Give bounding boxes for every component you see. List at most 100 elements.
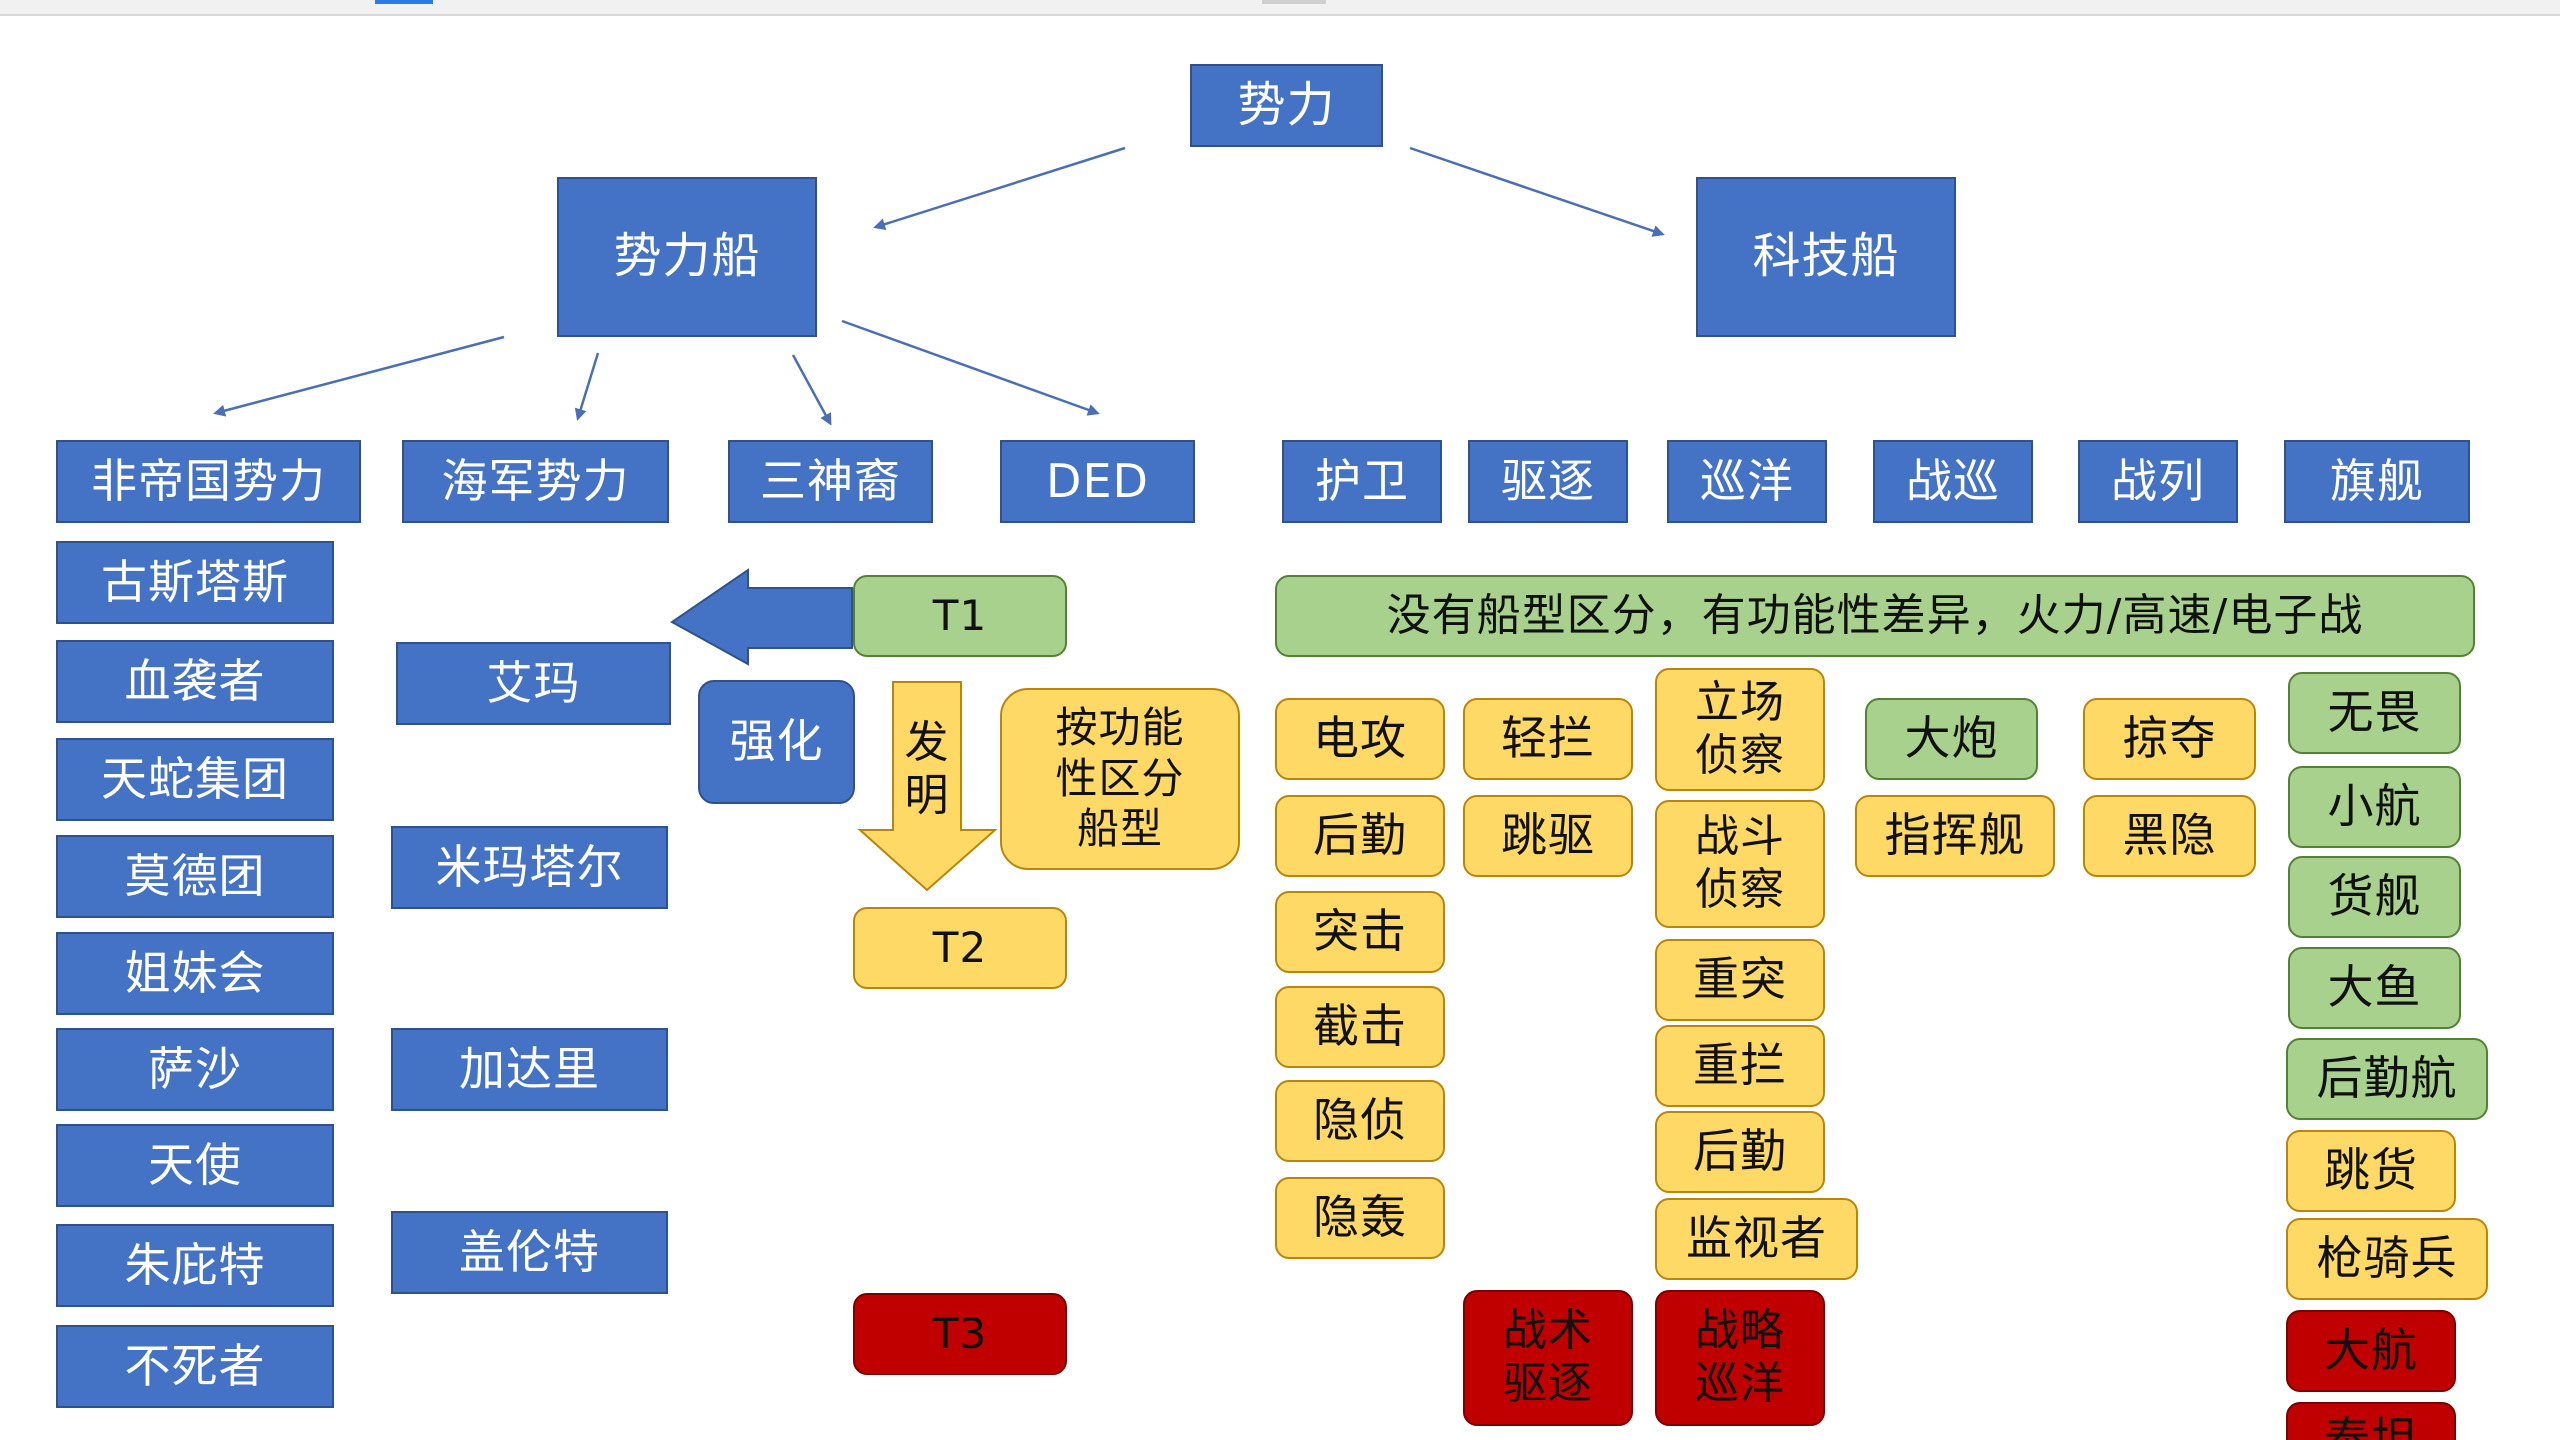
ship-type-label: 战略 巡洋 (1695, 1305, 1785, 1409)
root-label: 势力 (1237, 76, 1336, 133)
class-destroyer: 驱逐 (1468, 440, 1628, 523)
invent-label-box: 发 明 (893, 700, 961, 840)
non-empire-label: 血袭者 (124, 653, 266, 708)
ship-type-label: 重拦 (1693, 1038, 1787, 1093)
ship-type-label: 掠夺 (2122, 711, 2217, 766)
capital-item: 货舰 (2288, 856, 2461, 938)
non-empire-item: 天蛇集团 (56, 738, 334, 821)
faction-ship-node: 势力船 (557, 177, 817, 337)
navy-label: 米玛塔尔 (435, 839, 624, 894)
ship-type-label: 突击 (1313, 904, 1407, 959)
destroyer-t2-item: 轻拦 (1463, 698, 1633, 780)
ship-type-label: 泰坦 (2324, 1412, 2418, 1440)
cruiser-t2-item: 监视者 (1655, 1198, 1858, 1280)
cruiser-t2-item: 后勤 (1655, 1111, 1825, 1193)
frigate-t2-item: 突击 (1275, 891, 1445, 973)
ship-type-label: 截击 (1313, 999, 1407, 1054)
non-empire-item: 天使 (56, 1124, 334, 1207)
tier-label: T1 (932, 590, 988, 640)
non-empire-label: 姐妹会 (124, 945, 266, 1000)
frigate-t2-item: 后勤 (1275, 795, 1445, 877)
ship-type-label: 轻拦 (1501, 711, 1595, 766)
capital-item: 泰坦 (2286, 1402, 2456, 1440)
ship-type-label: 战术 驱逐 (1503, 1305, 1593, 1409)
ship-type-label: 电攻 (1313, 711, 1407, 766)
class-battlecruiser: 战巡 (1873, 440, 2033, 523)
cruiser-t3-item: 战略 巡洋 (1655, 1290, 1825, 1426)
tier-label: T3 (932, 1308, 988, 1358)
arrow-to-ded (841, 319, 1100, 416)
capital-item: 大鱼 (2288, 947, 2461, 1029)
non-empire-item: 古斯塔斯 (56, 541, 334, 624)
faction-ded: DED (1000, 440, 1195, 523)
class-battleship: 战列 (2078, 440, 2238, 523)
ship-type-label: 跳货 (2324, 1143, 2418, 1198)
battleship-item: 黑隐 (2083, 795, 2256, 877)
faction-navy: 海军势力 (402, 440, 669, 523)
class-capital: 旗舰 (2284, 440, 2470, 523)
navy-label: 加达里 (459, 1041, 600, 1096)
class-label: 战巡 (1906, 453, 2000, 508)
capital-item: 枪骑兵 (2286, 1218, 2488, 1300)
tech-ship-label: 科技船 (1752, 228, 1900, 285)
by-function-node: 按功能 性区分 船型 (1000, 688, 1240, 870)
class-label: 旗舰 (2330, 453, 2424, 508)
tier-t3: T3 (853, 1293, 1067, 1375)
non-empire-label: 朱庇特 (124, 1237, 266, 1292)
non-empire-item: 血袭者 (56, 640, 334, 723)
invent-label: 发 明 (904, 717, 950, 821)
capital-item: 跳货 (2286, 1130, 2456, 1212)
ship-type-label: 指挥舰 (1884, 808, 2026, 863)
ship-type-label: 大鱼 (2327, 960, 2422, 1015)
tech-ship-node: 科技船 (1696, 177, 1956, 337)
ship-type-label: 监视者 (1686, 1211, 1827, 1266)
ship-type-label: 后勤航 (2316, 1051, 2458, 1106)
ship-type-label: 战斗 侦察 (1695, 811, 1785, 915)
capital-item: 后勤航 (2286, 1038, 2488, 1120)
ship-type-label: 隐轰 (1313, 1190, 1407, 1245)
destroyer-t2-item: 跳驱 (1463, 795, 1633, 877)
destroyer-t3-item: 战术 驱逐 (1463, 1290, 1633, 1426)
enhance-label: 强化 (729, 714, 824, 769)
ship-type-label: 小航 (2327, 779, 2422, 834)
tier-t1: T1 (853, 575, 1067, 657)
frigate-t2-item: 隐轰 (1275, 1177, 1445, 1259)
cruiser-t2-item: 立场 侦察 (1655, 668, 1825, 791)
arrow-left-enhance (670, 568, 853, 666)
ship-type-label: 重突 (1693, 952, 1787, 1007)
ship-type-label: 大航 (2324, 1323, 2418, 1378)
non-empire-item: 莫德团 (56, 835, 334, 918)
navy-item: 米玛塔尔 (391, 826, 668, 909)
non-empire-item: 朱庇特 (56, 1224, 334, 1307)
ship-type-label: 货舰 (2327, 869, 2422, 924)
frigate-t2-item: 电攻 (1275, 698, 1445, 780)
by-function-label: 按功能 性区分 船型 (1055, 703, 1185, 854)
class-frigate: 护卫 (1282, 440, 1442, 523)
t1-note-bar: 没有船型区分，有功能性差异，火力/高速/电子战 (1275, 575, 2475, 657)
active-tab-indicator (375, 0, 433, 4)
faction-amarr-heirs: 三神裔 (728, 440, 933, 523)
capital-item: 无畏 (2288, 672, 2461, 754)
faction-label: DED (1046, 453, 1149, 508)
ship-type-label: 后勤 (1313, 808, 1407, 863)
non-empire-item: 不死者 (56, 1325, 334, 1408)
faction-label: 三神裔 (760, 453, 901, 508)
tab-indicator (1262, 0, 1326, 4)
ship-type-label: 黑隐 (2122, 808, 2217, 863)
t1-note-label: 没有船型区分，有功能性差异，火力/高速/电子战 (1386, 589, 2364, 641)
faction-label: 非帝国势力 (91, 453, 326, 508)
arrow-to-amarr-heirs (791, 354, 832, 426)
navy-item: 艾玛 (396, 642, 671, 725)
non-empire-label: 莫德团 (124, 848, 266, 903)
tier-label: T2 (932, 922, 988, 972)
ship-type-label: 枪骑兵 (2316, 1231, 2458, 1286)
cruiser-t2-item: 重突 (1655, 939, 1825, 1021)
arrow-root-to-tech-ship (1409, 146, 1665, 237)
window-top-bar (0, 0, 2560, 16)
class-label: 巡洋 (1700, 453, 1794, 508)
frigate-t2-item: 隐侦 (1275, 1080, 1445, 1162)
non-empire-label: 不死者 (124, 1338, 266, 1393)
enhance-node: 强化 (698, 680, 855, 804)
battlecruiser-item: 大炮 (1865, 698, 2038, 780)
